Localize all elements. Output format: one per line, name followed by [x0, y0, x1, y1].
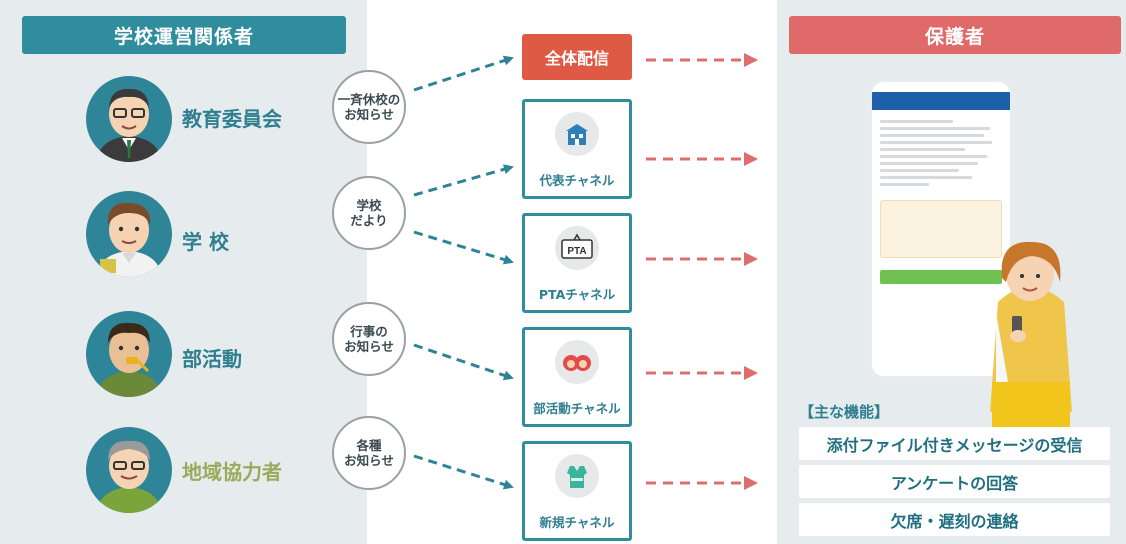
phone-confirm-button [880, 270, 1002, 284]
arrow-to-daihyo [413, 164, 514, 197]
coach-with-whistle-icon [96, 322, 162, 397]
all-delivery-box: 全体配信 [522, 34, 632, 80]
arrow-to-all-delivery [413, 55, 514, 92]
bubble-line: 行事の [350, 324, 388, 339]
sender-label-community: 地域協力者 [182, 460, 282, 484]
school-building-icon [555, 112, 599, 156]
channel-label: 部活動チャネル [533, 401, 621, 416]
education-board-avatar [86, 76, 172, 162]
bubble-school-newsletter: 学校 だより [332, 176, 406, 250]
channel-pta: PTA PTAチャネル [522, 213, 632, 313]
sender-label-education-board: 教育委員会 [182, 107, 282, 131]
bubble-various-notices: 各種 お知らせ [332, 416, 406, 490]
bubble-line: 一斉休校の [337, 92, 401, 107]
bubble-line: お知らせ [344, 453, 394, 468]
safety-vest-icon [555, 454, 599, 498]
bubble-line: 学校 [356, 198, 382, 213]
teacher-man-icon [96, 202, 162, 277]
feature-absence-contact: 欠席・遅刻の連絡 [799, 503, 1110, 536]
channel-bukatsu: 部活動チャネル [522, 327, 632, 427]
bubble-line: お知らせ [344, 107, 394, 122]
phone-status-bar [872, 82, 1010, 92]
man-with-glasses-icon [96, 88, 162, 162]
sender-label-school: 学 校 [182, 230, 229, 254]
arrow-to-bukatsu [413, 343, 514, 381]
channel-label: 新規チャネル [539, 515, 615, 530]
channel-shinki: 新規チャネル [522, 441, 632, 541]
arrow-to-pta [413, 230, 514, 265]
guardians-header: 保護者 [789, 16, 1121, 54]
features-title: 【主な機能】 [799, 403, 890, 421]
bubble-closure-notice: 一斉休校の お知らせ [332, 70, 406, 144]
mother-with-phone-icon [990, 241, 1072, 440]
club-members-icon [555, 340, 599, 384]
school-avatar [86, 191, 172, 277]
phone-attachment-image [880, 200, 1002, 258]
smartphone-mockup [866, 76, 1016, 382]
channel-daihyo: 代表チャネル [522, 99, 632, 199]
elderly-man-icon [96, 440, 162, 513]
bubble-line: 各種 [356, 438, 382, 453]
arrow-to-shinki [413, 454, 514, 490]
channel-label: PTAチャネル [538, 287, 616, 302]
community-avatar [86, 427, 172, 513]
bubble-line: だより [350, 213, 388, 228]
pta-badge-icon: PTA [555, 226, 599, 270]
senders-header: 学校運営関係者 [22, 16, 346, 54]
feature-attachment-messages: 添付ファイル付きメッセージの受信 [799, 427, 1110, 460]
club-avatar [86, 311, 172, 397]
feature-survey-response: アンケートの回答 [799, 465, 1110, 498]
bubble-event-notice: 行事の お知らせ [332, 302, 406, 376]
pta-icon-text: PTA [567, 246, 586, 257]
bubble-line: お知らせ [344, 339, 394, 354]
phone-message-text [872, 110, 1010, 196]
senders-panel [0, 0, 367, 544]
phone-title-bar [872, 92, 1010, 110]
channel-label: 代表チャネル [539, 173, 615, 188]
sender-label-club: 部活動 [182, 347, 242, 371]
